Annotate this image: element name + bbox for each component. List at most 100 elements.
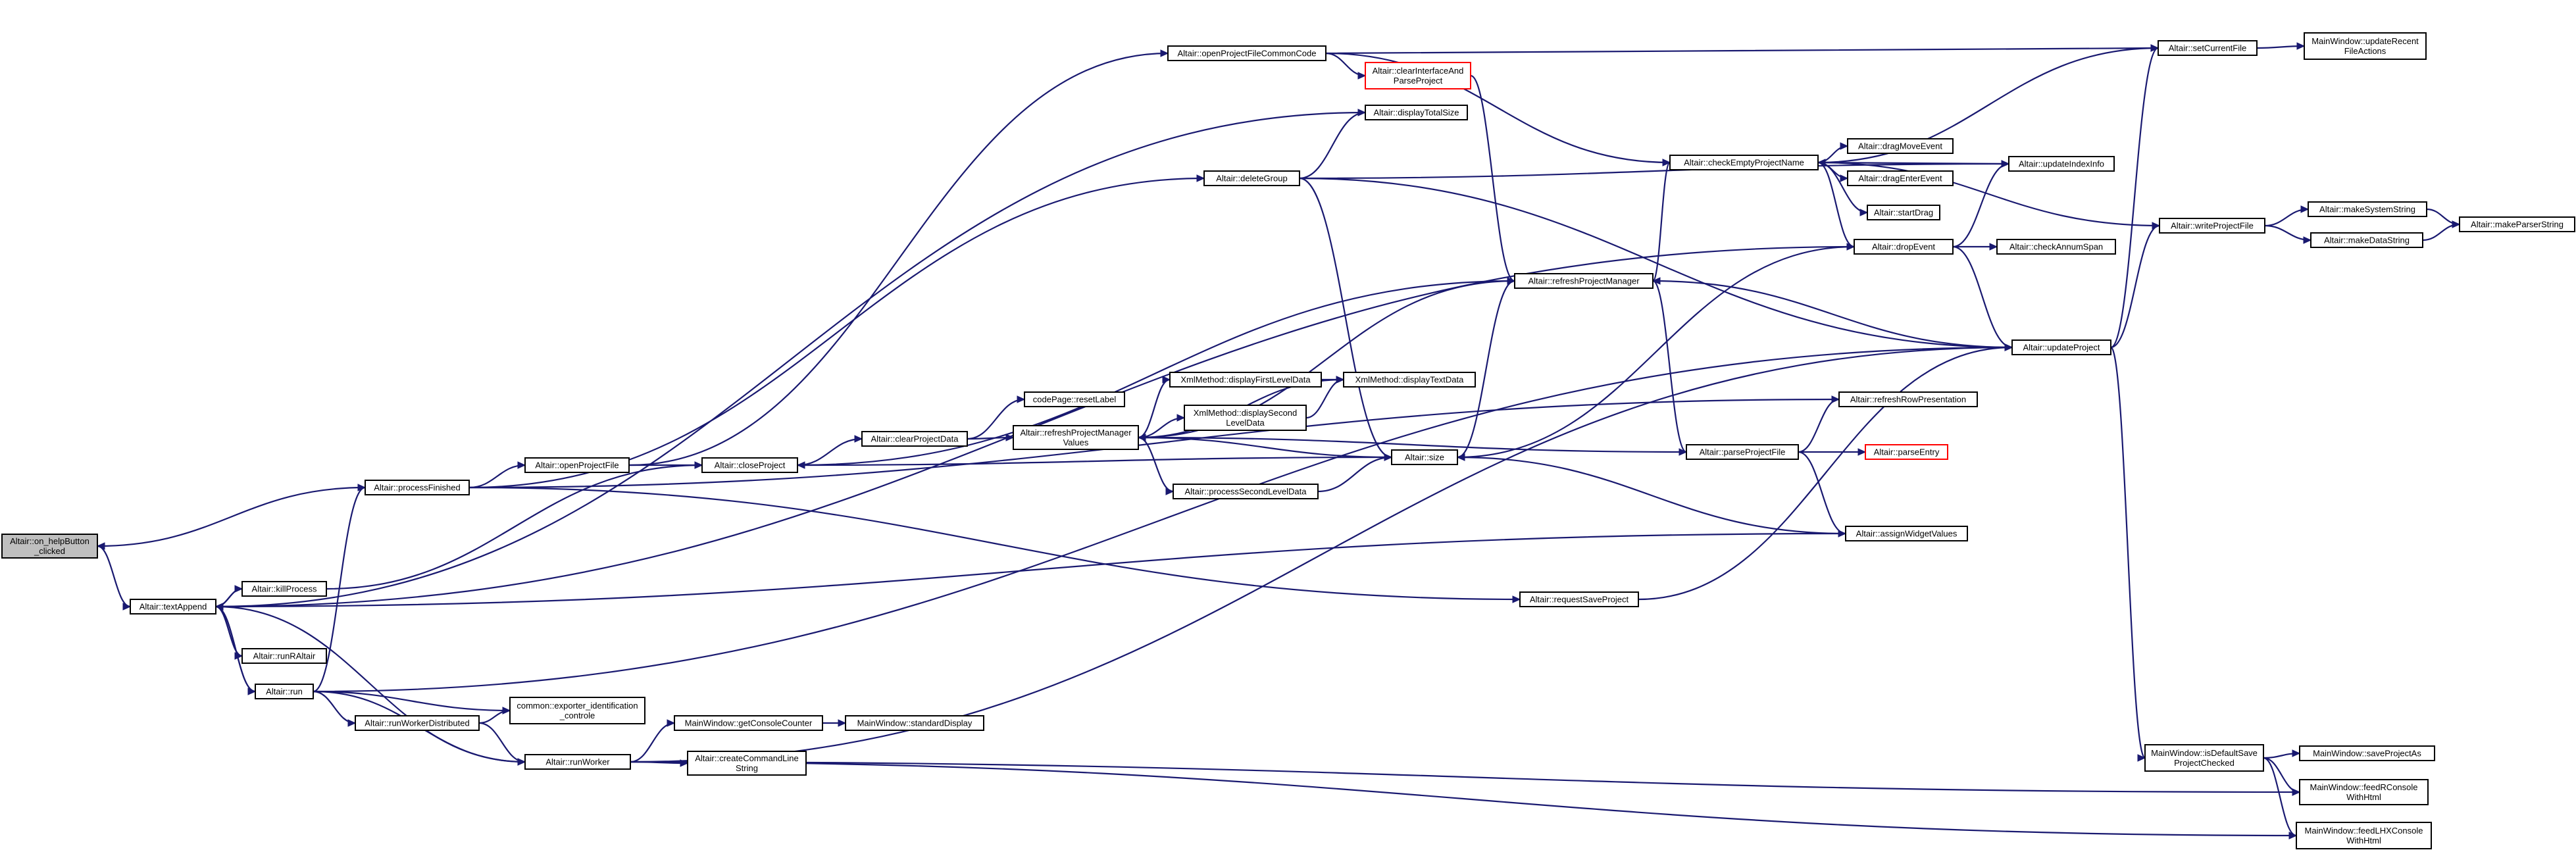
node-label-line: Altair::startDrag	[1874, 208, 1933, 218]
function-node-getConsoleCounter[interactable]: MainWindow::getConsoleCounter	[674, 715, 823, 731]
node-label-line: FileActions	[2344, 46, 2387, 56]
arrowhead-icon	[1196, 174, 1205, 182]
function-node-clearProjectData[interactable]: Altair::clearProjectData	[861, 431, 968, 447]
call-edge-openProjectFile-to-openProjectFileCommonCode	[628, 52, 1169, 466]
node-label-line: _clicked	[34, 546, 65, 556]
function-node-parseProjectFile[interactable]: Altair::parseProjectFile	[1686, 444, 1799, 460]
node-label-line: MainWindow::updateRecent	[2311, 36, 2419, 46]
arrowhead-icon	[2300, 205, 2310, 213]
call-edge-refreshProjectManager-to-checkEmptyProjectName	[1652, 161, 1671, 282]
function-node-checkAnnumSpan[interactable]: Altair::checkAnnumSpan	[1996, 239, 2116, 255]
node-label-line: Altair::checkAnnumSpan	[2009, 242, 2103, 252]
function-node-killProcess[interactable]: Altair::killProcess	[241, 581, 327, 597]
arrowhead-icon	[1357, 72, 1367, 80]
function-node-displayFirstLevelData[interactable]: XmlMethod::displayFirstLevelData	[1169, 372, 1322, 388]
node-box	[130, 599, 216, 614]
node-label-line: Altair::makeSystemString	[2319, 205, 2415, 214]
arrowhead-icon	[1017, 395, 1026, 403]
call-edge-runWorker-to-textAppend	[215, 605, 526, 763]
function-node-writeProjectFile[interactable]: Altair::writeProjectFile	[2159, 218, 2265, 234]
function-node-size[interactable]: Altair::size	[1391, 449, 1458, 465]
function-node-dropEvent[interactable]: Altair::dropEvent	[1854, 239, 1954, 255]
node-box	[2144, 744, 2264, 772]
call-edge-updateProject-to-setCurrentFile	[2110, 47, 2159, 349]
function-node-resetLabel[interactable]: codePage::resetLabel	[1024, 391, 1125, 407]
call-edge-killProcess-to-textAppend	[215, 588, 243, 608]
node-box	[355, 715, 480, 731]
function-node-runWorkerDistributed[interactable]: Altair::runWorkerDistributed	[355, 715, 480, 731]
node-box	[1845, 526, 1968, 541]
function-node-openProjectFileCommonCode[interactable]: Altair::openProjectFileCommonCode	[1167, 45, 1326, 61]
node-box	[1184, 405, 1307, 431]
node-label-line: Altair::closeProject	[715, 461, 786, 470]
function-node-runRAltair[interactable]: Altair::runRAltair	[241, 648, 327, 664]
arrowhead-icon	[1456, 453, 1465, 461]
function-node-assignWidgetValues[interactable]: Altair::assignWidgetValues	[1845, 526, 1968, 541]
call-edge-processSecondLevelData-to-size	[1317, 456, 1392, 493]
node-label-line: Altair::openProjectFileCommonCode	[1178, 49, 1317, 59]
node-label-line: Altair::clearInterfaceAnd	[1373, 66, 1464, 76]
function-node-textAppend[interactable]: Altair::textAppend	[130, 599, 216, 614]
node-box	[1519, 591, 1639, 607]
function-node-updateIndexInfo[interactable]: Altair::updateIndexInfo	[2008, 156, 2115, 172]
function-node-setCurrentFile[interactable]: Altair::setCurrentFile	[2158, 40, 2258, 56]
function-node-on_helpButton_clicked[interactable]: Altair::on_helpButton_clicked	[1, 534, 98, 559]
function-node-makeSystemString[interactable]: Altair::makeSystemString	[2308, 201, 2427, 217]
arrowhead-icon	[2150, 44, 2159, 52]
function-node-closeProject[interactable]: Altair::closeProject	[701, 457, 798, 473]
arrowhead-icon	[667, 719, 676, 727]
function-node-refreshProjectManager[interactable]: Altair::refreshProjectManager	[1514, 273, 1654, 289]
function-node-makeDataString[interactable]: Altair::makeDataString	[2310, 232, 2423, 248]
function-node-exporter_identification_controle[interactable]: common::exporter_identification_controle	[509, 697, 645, 724]
call-edge-openProjectFileCommonCode-to-setCurrentFile	[1325, 47, 2159, 55]
function-node-processFinished[interactable]: Altair::processFinished	[365, 480, 470, 495]
arrowhead-icon	[2292, 749, 2301, 757]
function-node-startDrag[interactable]: Altair::startDrag	[1867, 205, 1940, 220]
arrowhead-icon	[1831, 395, 1840, 403]
node-label-line: Altair::refreshRowPresentation	[1850, 395, 1966, 405]
node-label-line: Altair::dragMoveEvent	[1858, 141, 1942, 151]
function-node-updateProject[interactable]: Altair::updateProject	[2011, 339, 2111, 355]
function-node-dragMoveEvent[interactable]: Altair::dragMoveEvent	[1847, 138, 1954, 154]
function-node-dragEnterEvent[interactable]: Altair::dragEnterEvent	[1847, 170, 1954, 186]
call-edge-refreshProjectManagerValues-to-processSecondLevelData	[1138, 436, 1174, 493]
function-node-displayTotalSize[interactable]: Altair::displayTotalSize	[1365, 105, 1468, 120]
call-edge-runWorker-to-feedLHXConsoleWithHtml	[630, 761, 2297, 837]
function-node-refreshRowPresentation[interactable]: Altair::refreshRowPresentation	[1838, 391, 1978, 407]
node-box	[1865, 444, 1948, 460]
node-box	[1847, 170, 1954, 186]
function-node-makeParserString[interactable]: Altair::makeParserString	[2459, 216, 2575, 232]
function-node-openProjectFile[interactable]: Altair::openProjectFile	[524, 457, 630, 473]
node-box	[1, 534, 98, 559]
call-edge-killProcess-to-closeProject	[326, 464, 703, 590]
call-edge-processFinished-to-refreshRowPresentation	[468, 398, 1840, 489]
call-edge-runWorker-to-updateProject	[630, 346, 2013, 763]
call-edge-updateProject-to-isDefaultSaveProjectChecked	[2109, 346, 2146, 759]
function-node-standardDisplay[interactable]: MainWindow::standardDisplay	[845, 715, 984, 731]
node-box	[2459, 216, 2575, 232]
call-edge-parseProjectFile-to-assignWidgetValues	[1798, 451, 1846, 535]
function-node-saveProjectAs[interactable]: MainWindow::saveProjectAs	[2299, 745, 2435, 761]
node-label-line: Altair::assignWidgetValues	[1856, 529, 1957, 539]
function-node-parseEntry[interactable]: Altair::parseEntry	[1865, 444, 1948, 460]
arrowhead-icon	[502, 707, 511, 714]
node-label-line: Altair::parseProjectFile	[1700, 447, 1786, 457]
function-node-requestSaveProject[interactable]: Altair::requestSaveProject	[1519, 591, 1639, 607]
function-node-runWorker[interactable]: Altair::runWorker	[524, 754, 631, 770]
function-node-deleteGroup[interactable]: Altair::deleteGroup	[1203, 170, 1300, 186]
function-node-run[interactable]: Altair::run	[255, 684, 314, 699]
node-box	[1024, 391, 1125, 407]
call-edge-updateProject-to-writeProjectFile	[2110, 224, 2160, 349]
call-edge-isDefaultSaveProjectChecked-to-feedLHXConsoleWithHtml	[2263, 757, 2297, 837]
function-node-checkEmptyProjectName[interactable]: Altair::checkEmptyProjectName	[1669, 155, 1819, 170]
function-node-displayTextData[interactable]: XmlMethod::displayTextData	[1343, 372, 1476, 388]
function-node-processSecondLevelData[interactable]: Altair::processSecondLevelData	[1173, 484, 1319, 499]
